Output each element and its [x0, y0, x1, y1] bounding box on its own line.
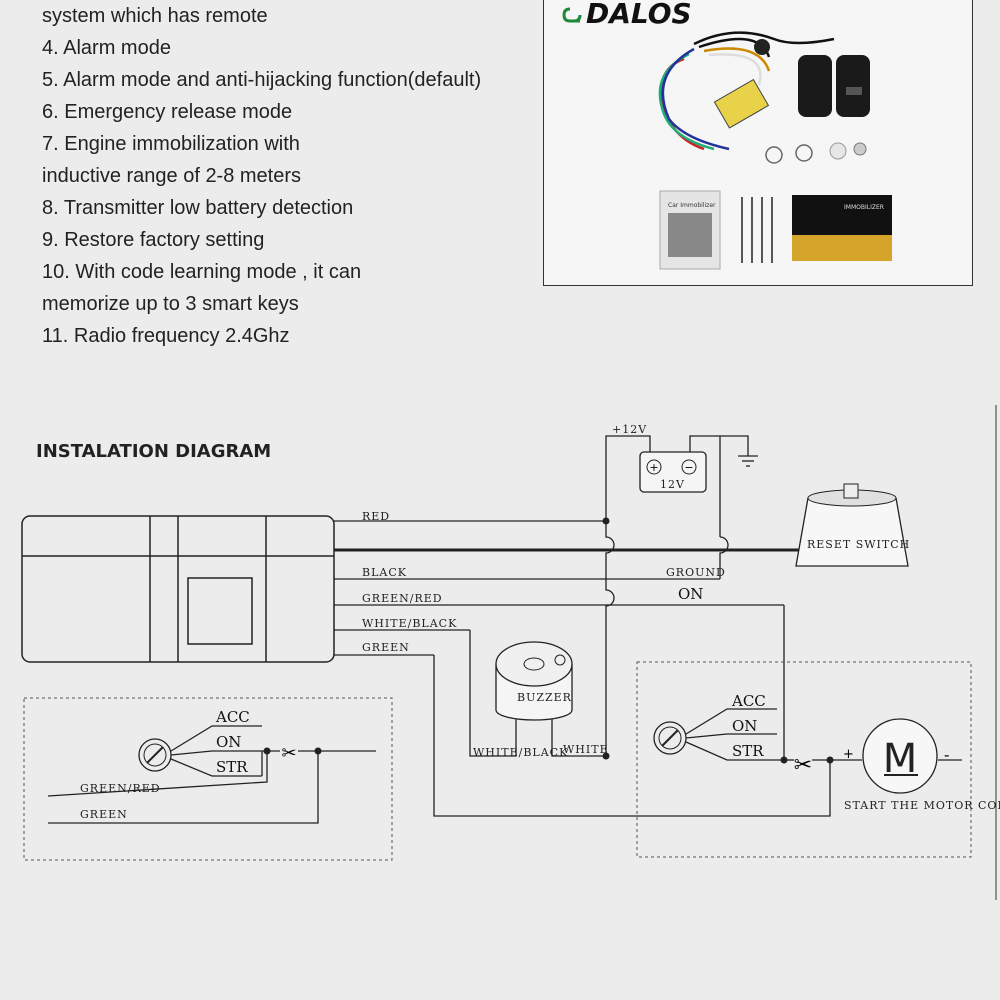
diagram-title: INSTALATION DIAGRAM — [36, 441, 271, 462]
feature-item: 9. Restore factory setting — [42, 229, 265, 251]
feature-item: 10. With code learning mode , it can — [42, 261, 362, 283]
buzzer: BUZZER — [495, 641, 573, 721]
wire-label-ground: GROUND — [666, 566, 726, 579]
manual-title: Car Immobilizer — [668, 202, 716, 209]
wire-harness — [658, 31, 835, 151]
svg-text:−: − — [684, 461, 693, 474]
key-fob — [798, 55, 832, 117]
feature-item: 8. Transmitter low battery detection — [42, 197, 354, 219]
feature-item: system which has remote — [42, 5, 268, 27]
brand-name: DALOS — [586, 0, 692, 30]
feature-list: system which has remote 4. Alarm mode 5.… — [42, 0, 481, 352]
right-str-label: STR — [732, 742, 764, 760]
supply-label: +12V — [612, 423, 647, 436]
left-green-label: GREEN — [80, 808, 128, 821]
feature-item: memorize up to 3 smart keys — [42, 293, 299, 315]
wire-label-white-black-small: WHITE/BLACK — [473, 746, 568, 759]
right-ignition-panel: ✂ ACC ON STR M + - START THE MOTOR COIL — [636, 661, 1000, 858]
feature-item: 4. Alarm mode — [42, 37, 171, 59]
product-photo-panel: DALOS Car Immobilizer — [543, 0, 973, 286]
motor-minus: - — [944, 746, 949, 764]
battery-voltage: 12V — [660, 478, 685, 491]
immobilizer-unit — [21, 515, 335, 663]
wire-label-white-black: WHITE/BLACK — [362, 617, 457, 630]
wire-label-red: RED — [362, 510, 390, 523]
wires — [334, 435, 850, 817]
right-on-label: ON — [732, 717, 757, 735]
product-photo: DALOS Car Immobilizer — [562, 0, 892, 270]
left-acc-label: ACC — [215, 708, 250, 726]
wire-label-black: BLACK — [362, 566, 407, 579]
motor-caption: START THE MOTOR COIL — [844, 799, 1000, 812]
feature-item: 6. Emergency release mode — [42, 101, 293, 123]
control-module — [713, 78, 770, 129]
cut-scissors-icon: ✂ — [794, 753, 812, 778]
motor-symbol: M — [883, 736, 918, 782]
buzzer-part — [754, 39, 770, 55]
buzzer-label: BUZZER — [517, 691, 572, 704]
motor-icon — [862, 718, 938, 794]
left-on-label: ON — [216, 733, 241, 751]
left-ignition-panel: ✂ ACC ON STR GREEN/RED GREEN — [23, 697, 393, 861]
feature-item: 5. Alarm mode and anti-hijacking functio… — [42, 69, 482, 91]
cable-ties — [741, 197, 773, 263]
key-fob — [836, 55, 870, 117]
reset-switch: RESET SWITCH — [795, 483, 910, 567]
wire-label-green: GREEN — [362, 641, 410, 654]
battery: + − 12V — [639, 451, 707, 493]
left-green-red-label: GREEN/RED — [80, 782, 161, 795]
motor-plus: + — [843, 747, 854, 762]
wire-label-green-red: GREEN/RED — [362, 592, 443, 605]
cut-scissors-icon: ✂ — [281, 743, 296, 764]
box-title: IMMOBILIZER — [844, 204, 884, 211]
brand-logo: DALOS — [562, 0, 692, 30]
feature-item: inductive range of 2-8 meters — [42, 165, 302, 187]
wire-label-white: WHITE — [563, 743, 609, 756]
reset-switch-label: RESET SWITCH — [807, 538, 910, 551]
wire-label-on: ON — [678, 585, 703, 603]
feature-item: 11. Radio frequency 2.4Ghz — [42, 325, 290, 347]
svg-text:+: + — [649, 461, 658, 474]
right-acc-label: ACC — [731, 692, 766, 710]
feature-item: 7. Engine immobilization with — [42, 133, 300, 155]
left-str-label: STR — [216, 758, 248, 776]
